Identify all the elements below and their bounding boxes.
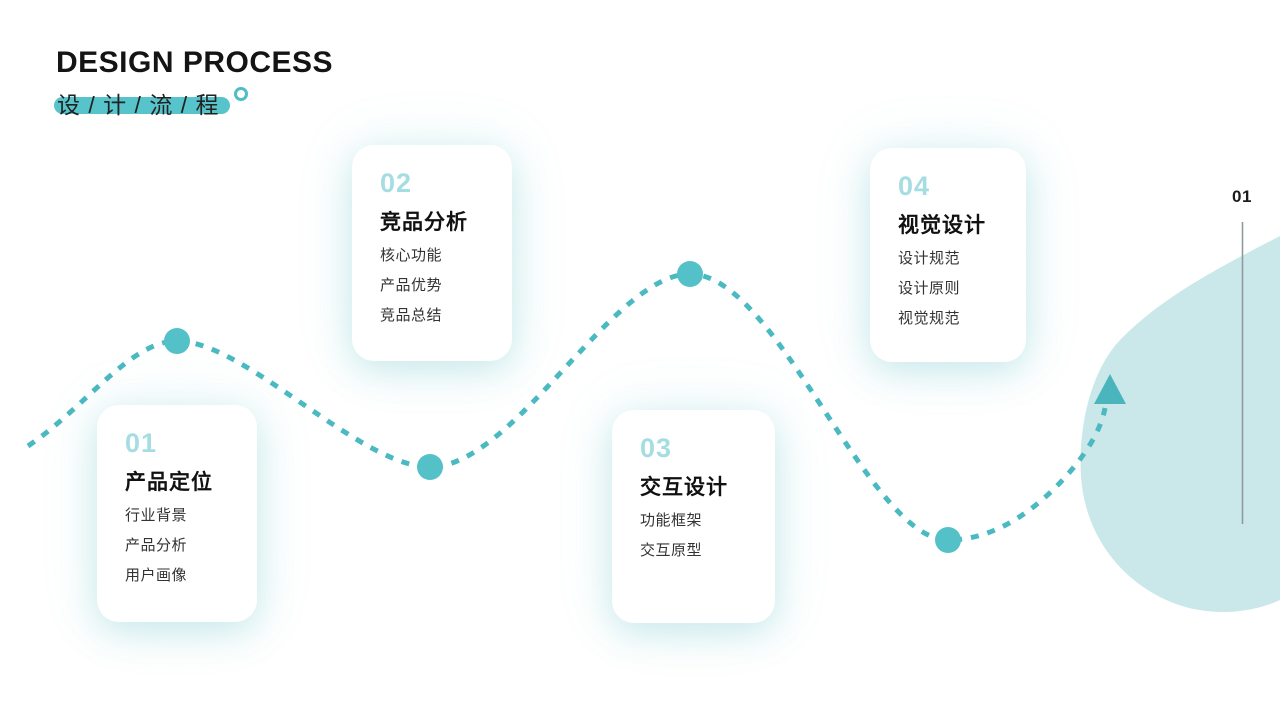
page-number: 01 bbox=[1232, 187, 1252, 206]
step-dot-1 bbox=[164, 328, 190, 354]
arrow-up-icon bbox=[1094, 374, 1126, 404]
step-title: 竞品分析 bbox=[380, 211, 468, 234]
step-card-4: 04 视觉设计 设计规范 设计原则 视觉规范 bbox=[870, 148, 1026, 362]
step-item: 用户画像 bbox=[125, 567, 188, 584]
page-title: DESIGN PROCESS bbox=[56, 46, 334, 79]
step-dot-3 bbox=[677, 261, 703, 287]
step-title: 交互设计 bbox=[640, 476, 728, 499]
step-item: 核心功能 bbox=[380, 247, 443, 264]
step-dot-4 bbox=[935, 527, 961, 553]
subtitle-highlight-bar bbox=[54, 97, 230, 114]
step-item: 功能框架 bbox=[640, 512, 703, 529]
step-title: 产品定位 bbox=[125, 471, 213, 494]
process-curve bbox=[26, 271, 1108, 543]
step-item: 产品优势 bbox=[380, 277, 443, 294]
step-item: 设计原则 bbox=[898, 280, 961, 297]
step-item: 产品分析 bbox=[125, 537, 188, 554]
blob-shape bbox=[1080, 236, 1280, 612]
step-item: 行业背景 bbox=[125, 507, 188, 524]
page-subtitle: 设 / 计 / 流 / 程 bbox=[57, 92, 220, 118]
step-number: 02 bbox=[380, 168, 413, 198]
step-card-2: 02 竞品分析 核心功能 产品优势 竞品总结 bbox=[352, 145, 512, 361]
step-number: 04 bbox=[898, 171, 931, 201]
step-number: 03 bbox=[640, 433, 673, 463]
step-dot-2 bbox=[417, 454, 443, 480]
ring-icon bbox=[234, 87, 248, 101]
step-item: 竞品总结 bbox=[380, 307, 443, 324]
step-title: 视觉设计 bbox=[898, 214, 986, 237]
step-item: 交互原型 bbox=[640, 542, 703, 559]
step-card-1: 01 产品定位 行业背景 产品分析 用户画像 bbox=[97, 405, 257, 622]
step-number: 01 bbox=[125, 428, 158, 458]
step-card-3: 03 交互设计 功能框架 交互原型 bbox=[612, 410, 775, 623]
step-item: 设计规范 bbox=[898, 250, 961, 267]
step-item: 视觉规范 bbox=[898, 310, 961, 327]
